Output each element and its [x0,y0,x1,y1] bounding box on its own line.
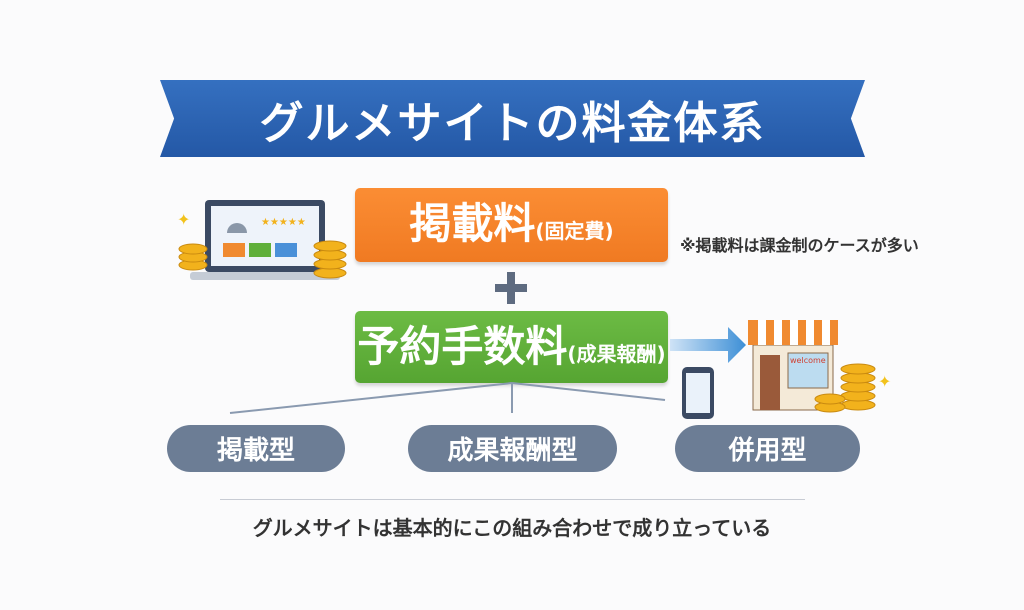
booking-fee-box: 予約手数料 (成果報酬) [355,311,668,383]
shop-illustration: welcome ✦ [670,320,891,419]
type-performance: 成果報酬型 [408,425,617,472]
title-banner: グルメサイトの料金体系 [160,80,865,157]
listing-fee-box: 掲載料 (固定費) [355,188,668,262]
type-combined: 併用型 [675,425,860,472]
svg-text:★★★★★: ★★★★★ [261,217,306,228]
divider [220,499,805,500]
listing-fee-sub: (固定費) [535,219,614,243]
svg-text:✦: ✦ [177,210,190,229]
type-label: 掲載型 [216,436,295,466]
type-label: 成果報酬型 [447,436,578,466]
type-listing: 掲載型 [167,425,345,472]
booking-fee-label: 予約手数料 [357,322,568,371]
page-title: グルメサイトの料金体系 [259,97,766,149]
plus-icon [495,272,527,304]
arrow-icon [670,327,746,363]
listing-fee-note: ※掲載料は課金制のケースが多い [680,236,919,255]
shop-sign: welcome [790,356,826,365]
listing-fee-label: 掲載料 [409,199,536,248]
caption: グルメサイトは基本的にこの組み合わせで成り立っている [252,516,772,540]
type-label: 併用型 [728,436,807,466]
laptop-coins-illustration: ★★★★★ ✦ [177,200,347,280]
svg-text:✦: ✦ [878,372,891,391]
booking-fee-sub: (成果報酬) [567,342,666,366]
